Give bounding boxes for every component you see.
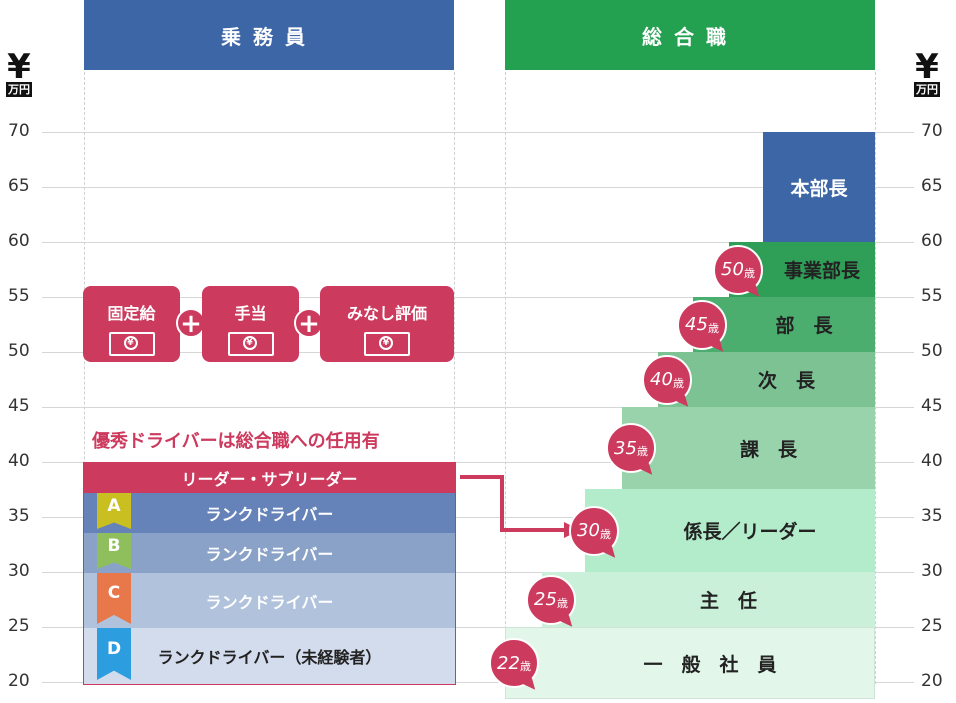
banknote-icon: ¥ — [227, 332, 274, 356]
fixed-salary-box: 固定給 ¥ — [83, 286, 180, 362]
column-guide — [875, 72, 876, 684]
grid-line — [42, 242, 914, 243]
grid-line — [42, 352, 914, 353]
career-step-title: 本部長 — [790, 177, 848, 200]
general-staff-header: 総合職 — [505, 0, 875, 70]
y-tick-label-left: 50 — [8, 341, 30, 361]
career-step-title: 次 長 — [757, 370, 815, 392]
promotion-arrow — [460, 475, 580, 538]
y-tick-label-right: 35 — [921, 506, 943, 526]
rank-label: ランクドライバー — [205, 545, 334, 564]
career-step-title: 係長／リーダー — [683, 521, 817, 543]
rank-label: ランクドライバー — [205, 592, 334, 612]
yen-icon: ¥ — [915, 47, 939, 87]
career-step-title: 課 長 — [739, 438, 797, 461]
banknote-icon: ¥ — [108, 332, 155, 356]
leader-rank: リーダー・サブリーダー — [83, 462, 456, 493]
promotion-note: 優秀ドライバーは総合職への任用有 — [92, 431, 380, 452]
grid-line — [42, 187, 914, 188]
y-tick-label-left: 40 — [8, 451, 30, 471]
rank-label: ランクドライバー — [205, 505, 334, 524]
yen-unit-right: ¥ 万円 — [914, 47, 940, 97]
y-tick-label-right: 25 — [921, 616, 943, 636]
allowance-box: 手当 ¥ — [202, 286, 299, 362]
career-step: 次 長 — [658, 352, 875, 407]
y-tick-label-right: 40 — [921, 451, 943, 471]
career-step-title: 部 長 — [775, 315, 833, 337]
career-step-title: 主 任 — [699, 590, 757, 612]
y-tick-label-left: 30 — [8, 561, 30, 581]
career-step: 本部長 — [763, 132, 875, 242]
driver-rank-a: A ランクドライバー — [83, 493, 456, 534]
grid-line — [42, 462, 914, 463]
career-step: 係長／リーダー — [585, 489, 875, 572]
career-step-title: 事業部長 — [783, 260, 860, 282]
driver-rank-b: B ランクドライバー — [83, 533, 456, 574]
column-guide — [505, 72, 506, 684]
grid-line — [42, 132, 914, 133]
rank-ribbon-icon: C — [97, 573, 131, 624]
driver-header: 乗務員 — [84, 0, 454, 70]
yen-icon: ¥ — [7, 47, 31, 87]
yen-unit-left: ¥ 万円 — [6, 47, 32, 97]
column-guide — [84, 72, 85, 684]
y-tick-label-right: 60 — [921, 231, 943, 251]
y-tick-label-left: 25 — [8, 616, 30, 636]
y-tick-label-right: 20 — [921, 671, 943, 691]
y-tick-label-right: 55 — [921, 286, 943, 306]
y-tick-label-left: 70 — [8, 121, 30, 141]
plus-icon: + — [176, 308, 206, 338]
grid-line — [42, 297, 914, 298]
rank-ribbon-icon: A — [97, 493, 131, 529]
rank-label: ランクドライバー（未経験者） — [157, 648, 382, 667]
grid-line — [42, 572, 914, 573]
y-tick-label-left: 20 — [8, 671, 30, 691]
career-step: 一 般 社 員 — [505, 627, 875, 699]
y-tick-label-left: 45 — [8, 396, 30, 416]
deemed-evaluation-box: みなし評価 ¥ — [320, 286, 454, 362]
y-tick-label-right: 65 — [921, 176, 943, 196]
y-tick-label-left: 55 — [8, 286, 30, 306]
rank-ribbon-icon: D — [97, 628, 131, 680]
grid-line — [42, 407, 914, 408]
grid-line — [42, 627, 914, 628]
banknote-icon: ¥ — [364, 332, 410, 356]
career-step: 課 長 — [622, 407, 875, 489]
y-tick-label-right: 70 — [921, 121, 943, 141]
career-step-title: 一 般 社 員 — [643, 653, 777, 676]
y-tick-label-right: 30 — [921, 561, 943, 581]
y-tick-label-right: 50 — [921, 341, 943, 361]
grid-line — [42, 682, 914, 683]
grid-line — [42, 517, 914, 518]
career-step: 主 任 — [542, 572, 875, 627]
y-tick-label-left: 35 — [8, 506, 30, 526]
column-guide — [454, 72, 455, 684]
y-tick-label-right: 45 — [921, 396, 943, 416]
driver-rank-d: D ランクドライバー（未経験者） — [83, 628, 456, 685]
driver-rank-c: C ランクドライバー — [83, 573, 456, 629]
y-tick-label-left: 65 — [8, 176, 30, 196]
rank-ribbon-icon: B — [97, 533, 131, 569]
y-tick-label-left: 60 — [8, 231, 30, 251]
